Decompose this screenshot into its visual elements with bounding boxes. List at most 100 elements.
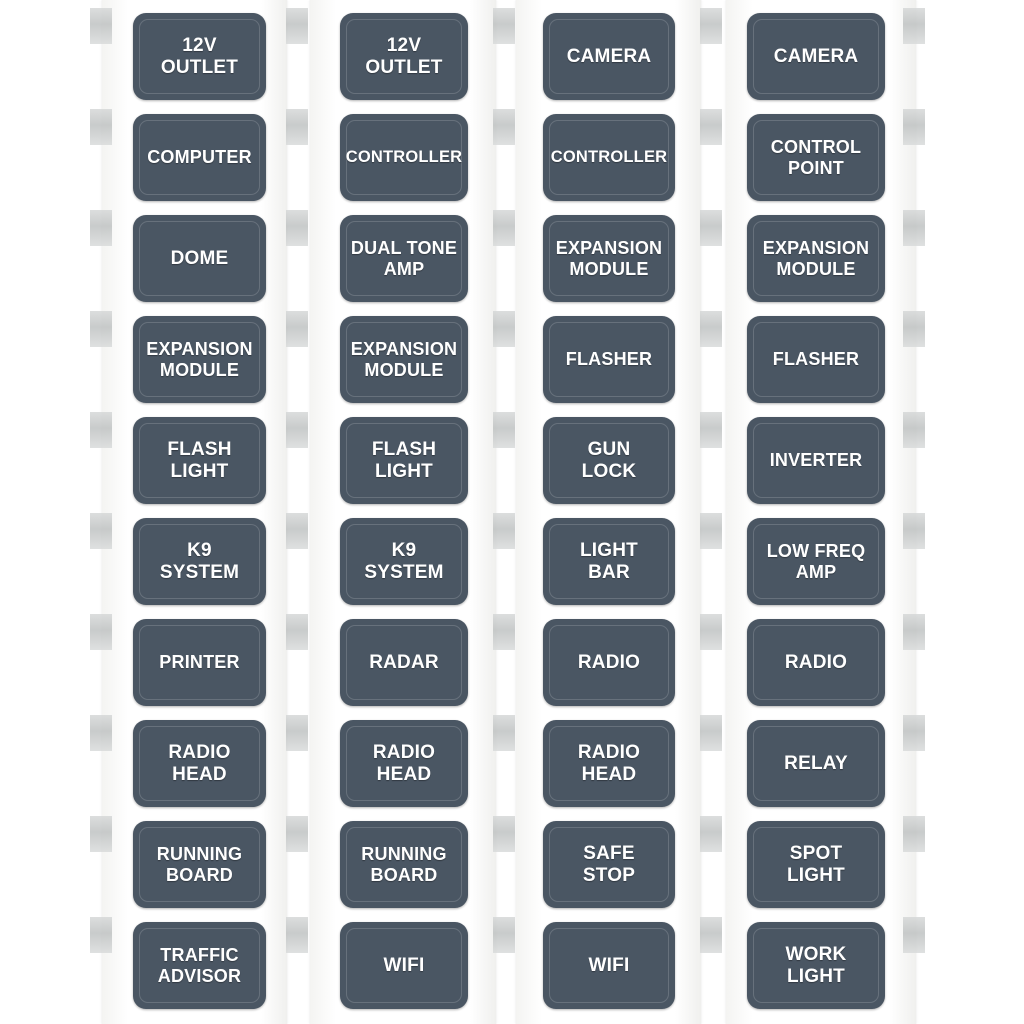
switch-label[interactable]: RADIO [543,619,675,706]
switch-label[interactable]: K9 SYSTEM [340,518,468,605]
switch-label-text: DOME [170,247,229,269]
sprocket-mark [90,513,112,549]
switch-label-text: RADIO [577,651,641,673]
switch-label[interactable]: FLASHER [543,316,675,403]
sprocket-mark [700,715,722,751]
sprocket-mark [700,109,722,145]
sprocket-mark [90,412,112,448]
switch-label[interactable]: DOME [133,215,266,302]
sprocket-mark [286,513,308,549]
sprocket-mark [903,311,925,347]
switch-label-text: 12V OUTLET [365,35,443,78]
switch-label-text: RADIO HEAD [577,742,641,785]
switch-label-text: RADIO HEAD [372,742,436,785]
switch-label[interactable]: FLASHER [747,316,885,403]
sprocket-mark [286,109,308,145]
switch-label[interactable]: GUN LOCK [543,417,675,504]
switch-label[interactable]: 12V OUTLET [133,13,266,100]
switch-label-text: SAFE STOP [582,843,636,886]
switch-label[interactable]: RELAY [747,720,885,807]
switch-label[interactable]: TRAFFIC ADVISOR [133,922,266,1009]
switch-label[interactable]: WIFI [340,922,468,1009]
sprocket-mark [700,311,722,347]
sprocket-mark [493,614,515,650]
switch-label[interactable]: RADIO HEAD [543,720,675,807]
sprocket-mark [700,816,722,852]
switch-label-text: COMPUTER [147,147,252,168]
switch-label-text: PRINTER [159,652,240,673]
switch-label[interactable]: RUNNING BOARD [340,821,468,908]
switch-label-text: DUAL TONE AMP [350,238,458,279]
switch-label-text: 12V OUTLET [160,35,239,78]
switch-label-text: RELAY [784,752,848,774]
sprocket-mark [903,614,925,650]
sprocket-mark [90,109,112,145]
switch-label[interactable]: INVERTER [747,417,885,504]
switch-label[interactable]: EXPANSION MODULE [747,215,885,302]
switch-label[interactable]: RUNNING BOARD [133,821,266,908]
switch-label[interactable]: COMPUTER [133,114,266,201]
switch-label-text: CONTROL POINT [770,137,862,178]
switch-label[interactable]: EXPANSION MODULE [543,215,675,302]
sprocket-mark [493,109,515,145]
sprocket-mark [903,917,925,953]
switch-label[interactable]: CONTROL POINT [747,114,885,201]
switch-label[interactable]: CAMERA [747,13,885,100]
sprocket-mark [700,917,722,953]
sprocket-mark [903,210,925,246]
sprocket-mark [700,210,722,246]
switch-label[interactable]: LOW FREQ AMP [747,518,885,605]
sprocket-mark [493,513,515,549]
sprocket-mark [493,715,515,751]
switch-label-text: EXPANSION MODULE [762,238,870,279]
sprocket-mark [286,412,308,448]
switch-label[interactable]: SAFE STOP [543,821,675,908]
switch-label-text: LIGHT BAR [580,540,638,583]
sprocket-mark [286,917,308,953]
sprocket-mark [286,311,308,347]
switch-label[interactable]: FLASH LIGHT [340,417,468,504]
sprocket-mark [493,917,515,953]
sprocket-mark [286,614,308,650]
switch-label[interactable]: EXPANSION MODULE [133,316,266,403]
switch-label[interactable]: 12V OUTLET [340,13,468,100]
switch-label[interactable]: K9 SYSTEM [133,518,266,605]
switch-label[interactable]: RADIO [747,619,885,706]
switch-label-text: RADAR [369,651,439,673]
switch-label-text: RADIO [784,651,848,673]
switch-label-text: EXPANSION MODULE [555,238,663,279]
switch-label[interactable]: FLASH LIGHT [133,417,266,504]
switch-label[interactable]: LIGHT BAR [543,518,675,605]
switch-label[interactable]: SPOT LIGHT [747,821,885,908]
switch-label-text: FLASH LIGHT [167,439,232,482]
sprocket-mark [493,816,515,852]
switch-label[interactable]: WORK LIGHT [747,922,885,1009]
switch-label-text: WORK LIGHT [785,944,847,987]
switch-label[interactable]: CONTROLLER [543,114,675,201]
switch-label-text: WIFI [588,954,630,976]
sprocket-mark [493,311,515,347]
switch-label-text: LOW FREQ AMP [766,541,866,582]
sprocket-mark [493,210,515,246]
sprocket-mark [700,8,722,44]
sprocket-mark [903,816,925,852]
switch-label[interactable]: RADAR [340,619,468,706]
sprocket-mark [493,8,515,44]
switch-label[interactable]: CAMERA [543,13,675,100]
switch-label-text: K9 SYSTEM [159,540,240,583]
switch-label[interactable]: EXPANSION MODULE [340,316,468,403]
switch-label[interactable]: DUAL TONE AMP [340,215,468,302]
sprocket-mark [903,109,925,145]
sprocket-mark [700,513,722,549]
sprocket-mark [90,311,112,347]
sprocket-mark [903,513,925,549]
switch-label-text: FLASHER [772,349,860,370]
switch-label[interactable]: PRINTER [133,619,266,706]
switch-label[interactable]: RADIO HEAD [340,720,468,807]
switch-label[interactable]: CONTROLLER [340,114,468,201]
switch-label[interactable]: RADIO HEAD [133,720,266,807]
sprocket-mark [90,8,112,44]
sprocket-mark [903,8,925,44]
switch-label[interactable]: WIFI [543,922,675,1009]
